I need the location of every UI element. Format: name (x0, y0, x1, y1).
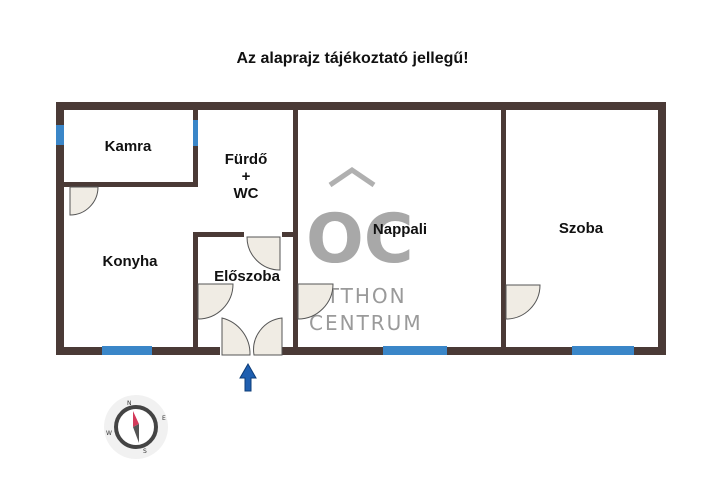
room-label-furdo-plus: + (242, 168, 251, 185)
door-konyha (197, 283, 234, 320)
entrance-door-left (221, 317, 251, 356)
plan-disclaimer-title: Az alaprajz tájékoztató jellegű! (236, 50, 469, 67)
entrance-door-right (253, 317, 283, 356)
otthon-centrum-watermark: OC OTTHON CENTRUM (306, 166, 423, 335)
room-label-eloszoba: Előszoba (214, 268, 281, 285)
outer-walls (56, 102, 666, 355)
entrance-gap (220, 346, 282, 356)
door-nappali (297, 283, 334, 320)
doors (69, 186, 541, 356)
compass-icon: N E S W (104, 395, 168, 459)
room-label-nappali: Nappali (373, 221, 427, 238)
window-kamra (56, 125, 64, 145)
compass-west: W (106, 430, 112, 437)
compass-north: N (127, 400, 132, 407)
compass-south: S (143, 448, 147, 455)
window-furdo (193, 120, 198, 146)
window-szoba (572, 346, 634, 355)
door-kamra (69, 186, 99, 216)
room-label-furdo: Fürdő (225, 151, 268, 168)
room-label-wc: WC (234, 185, 259, 202)
window-konyha (102, 346, 152, 355)
room-label-konyha: Konyha (102, 253, 158, 270)
compass-east: E (162, 415, 166, 422)
windows (56, 120, 634, 355)
room-label-kamra: Kamra (105, 138, 152, 155)
watermark-logo: OC (306, 200, 414, 279)
door-szoba (505, 284, 541, 320)
room-label-szoba: Szoba (559, 220, 604, 237)
window-nappali (383, 346, 447, 355)
entrance-arrow-icon (239, 362, 257, 392)
room-labels: Kamra Fürdő + WC Nappali Szoba Konyha El… (102, 138, 603, 285)
watermark-line2: CENTRUM (309, 311, 423, 335)
door-furdo (246, 236, 281, 271)
watermark-roof-icon (328, 166, 376, 188)
